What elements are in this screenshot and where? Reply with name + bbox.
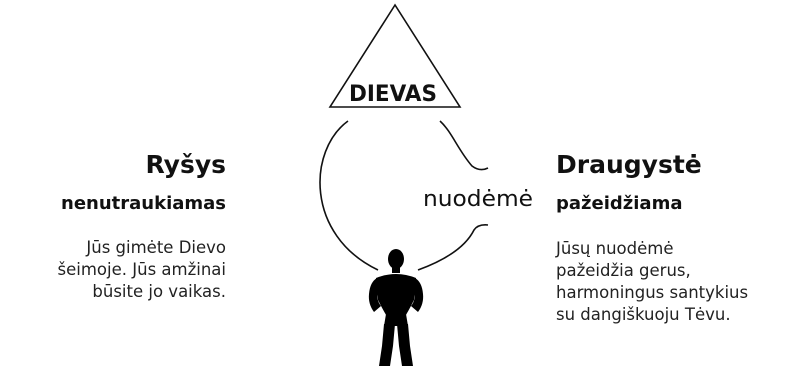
left-connection-arc — [319, 120, 379, 271]
relationship-subheading: nenutraukiamas — [61, 193, 226, 214]
right-column: Draugystė pažeidžiama Jūsų nuodėmė pažei… — [556, 150, 804, 326]
relationship-heading: Ryšys — [145, 150, 226, 179]
friendship-subheading: pažeidžiama — [556, 193, 683, 214]
friendship-heading: Draugystė — [556, 150, 702, 179]
right-connection-arc-upper — [439, 120, 489, 171]
left-column: Ryšys nenutraukiamas Jūs gimėte Dievo še… — [0, 150, 226, 303]
triangle-icon — [328, 3, 462, 108]
apex-label: DIEVAS — [349, 82, 437, 107]
friendship-description: Jūsų nuodėmė pažeidžia gerus, harmoningu… — [556, 239, 749, 324]
person-silhouette-icon — [368, 249, 424, 366]
right-connection-arc-lower — [417, 224, 489, 271]
sin-label: nuodėmė — [423, 187, 533, 212]
relationship-description: Jūs gimėte Dievo šeimoje. Jūs amžinai bū… — [57, 238, 226, 301]
